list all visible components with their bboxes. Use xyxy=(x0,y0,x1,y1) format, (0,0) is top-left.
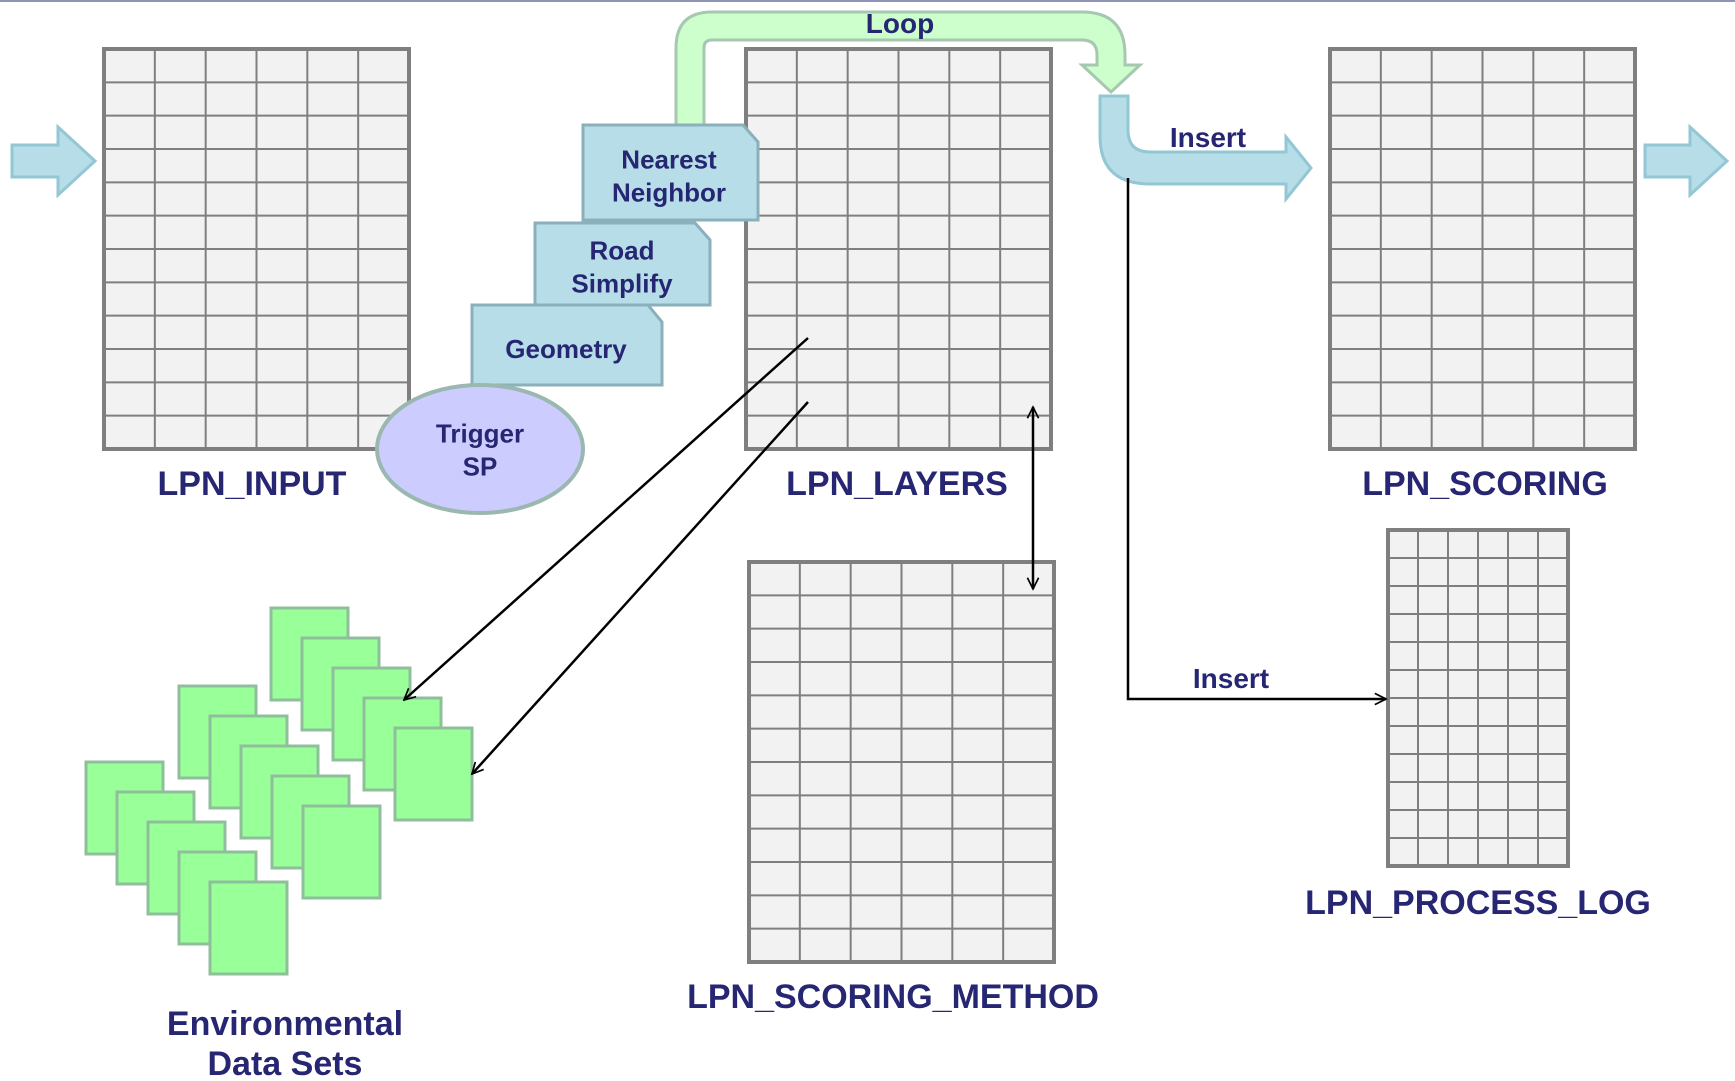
lpn-process-log-label: LPN_PROCESS_LOG xyxy=(1305,884,1651,922)
dataset-sheet xyxy=(393,726,474,822)
insert-scoring-label: Insert xyxy=(1169,122,1247,153)
road-simplify-step-shape xyxy=(533,221,712,307)
lpn-input-label: LPN_INPUT xyxy=(157,465,347,503)
road-simplify-label: Road Simplify xyxy=(571,235,673,299)
trigger-sp-ellipse xyxy=(375,383,585,515)
lpn-scoring-label: LPN_SCORING xyxy=(1362,465,1608,503)
lpn-layers-label: LPN_LAYERS xyxy=(786,465,1008,503)
lpn-scoring-grid xyxy=(1328,47,1637,451)
output-arrow xyxy=(1643,123,1730,199)
loop-label: Loop xyxy=(865,8,935,39)
nearest-neighbor-label: Nearest Neighbor xyxy=(611,144,727,208)
lpn-scoring-method-grid xyxy=(747,560,1056,964)
lpn-input-grid xyxy=(102,47,411,451)
insert-log-label: Insert xyxy=(1192,663,1270,694)
connector-layers-to-datasets-1 xyxy=(404,337,809,700)
input-arrow xyxy=(10,123,98,199)
lpn-process-log-grid xyxy=(1386,528,1570,868)
loop-arrow xyxy=(674,10,1144,137)
dataset-sheet xyxy=(301,804,382,900)
insert-arrow xyxy=(1098,94,1313,204)
trigger-sp-label: Trigger SP xyxy=(435,418,525,482)
connector-layers-to-datasets-2 xyxy=(472,401,809,774)
connector-to-process-log xyxy=(1126,178,1386,699)
nearest-neighbor-step-shape xyxy=(581,123,760,222)
dataset-sheet xyxy=(208,880,289,976)
lpn-layers-grid xyxy=(744,47,1053,451)
lpn-scoring-method-label: LPN_SCORING_METHOD xyxy=(687,978,1099,1016)
top-rule xyxy=(0,0,1735,2)
geometry-label: Geometry xyxy=(505,333,627,364)
environmental-data-sets-label: Environmental Data Sets xyxy=(166,1005,404,1081)
